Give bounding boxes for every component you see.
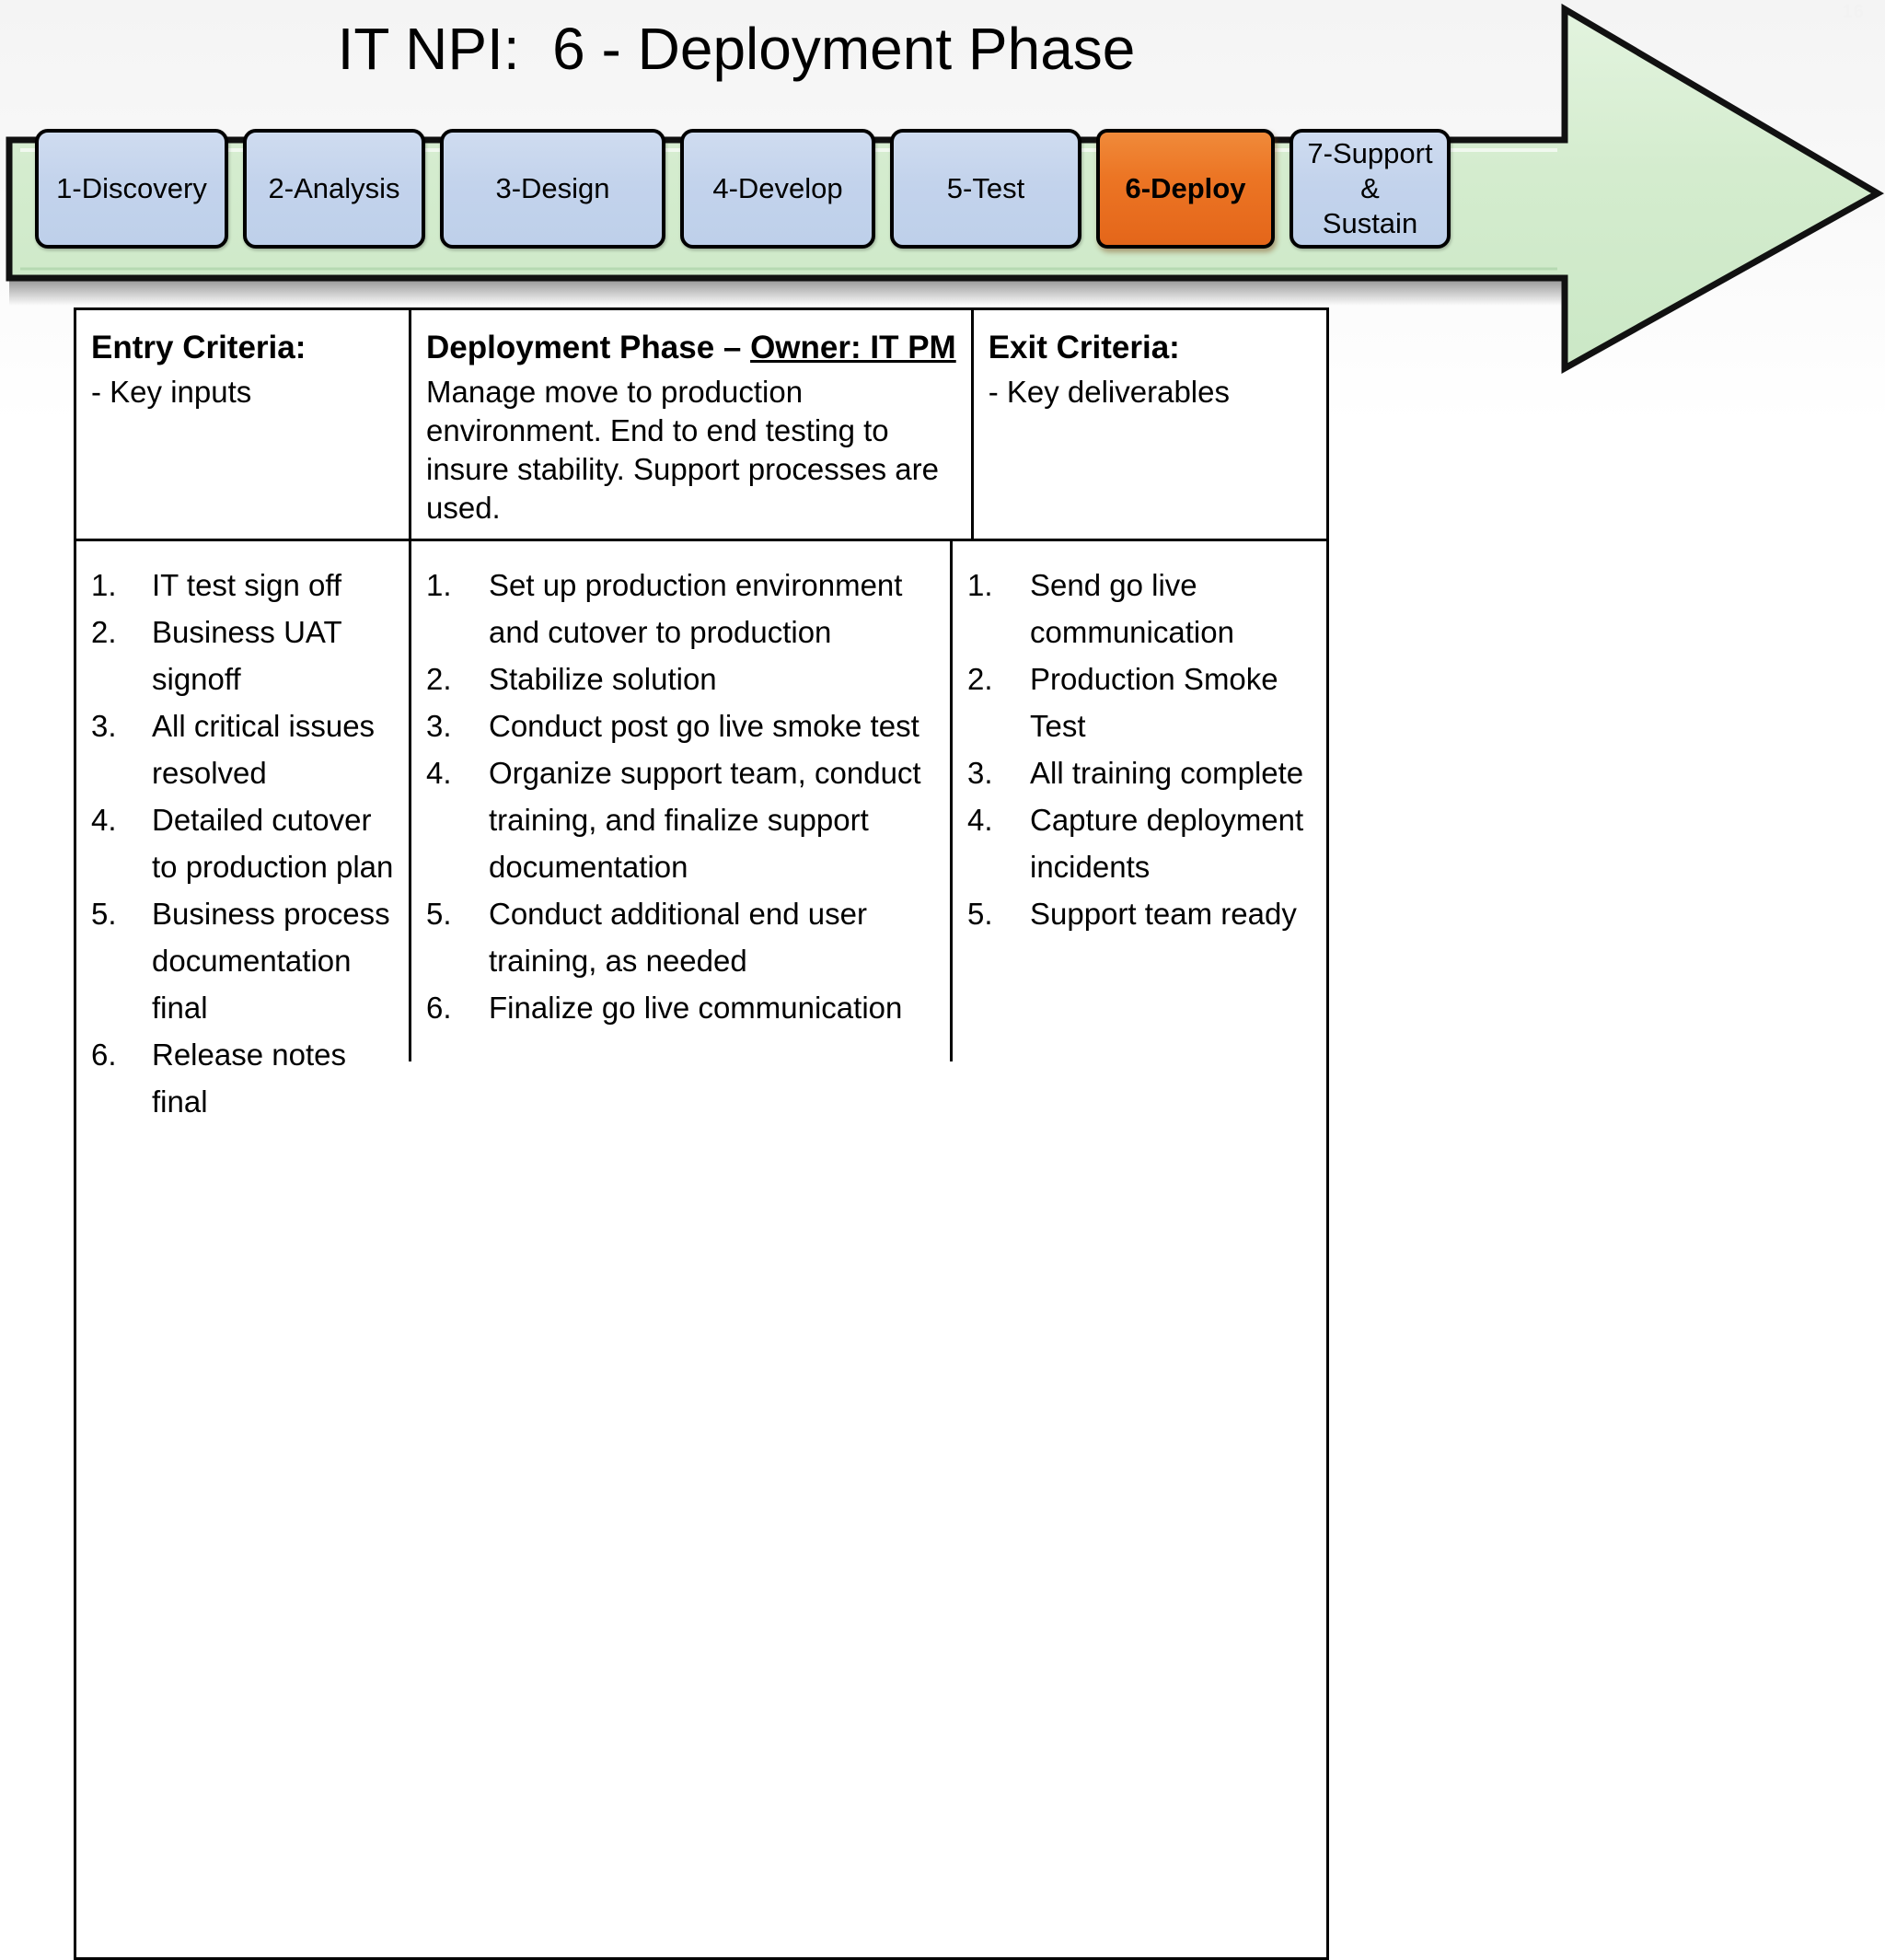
exit-criteria-item-number: 1. <box>967 568 993 602</box>
phase-box-5-test[interactable]: 5-Test <box>890 129 1081 249</box>
deployment-activity-item-number: 2. <box>426 662 452 696</box>
exit-criteria-list: 1. Send go live communication 2. Production… <box>967 562 1312 937</box>
exit-criteria-title: Exit Criteria: <box>988 330 1180 365</box>
exit-criteria-subtitle: - Key deliverables <box>988 375 1230 409</box>
deployment-activity-item: 3. Conduct post go live smoke test <box>426 702 935 749</box>
table-header-row: Entry Criteria: - Key inputs Deployment … <box>76 310 1326 541</box>
entry-criteria-item: 5. Business process documentation final <box>91 890 394 1031</box>
entry-criteria-subtitle: - Key inputs <box>91 375 252 409</box>
exit-criteria-item-number: 3. <box>967 756 993 790</box>
deployment-phase-title: Deployment Phase – Owner: IT PM <box>426 327 956 369</box>
entry-criteria-item-number: 1. <box>91 568 117 602</box>
criteria-table: Entry Criteria: - Key inputs Deployment … <box>74 307 1329 1960</box>
phase-box-4-develop[interactable]: 4-Develop <box>680 129 875 249</box>
entry-criteria-item-text: IT test sign off <box>152 568 342 602</box>
deployment-activity-item: 6. Finalize go live communication <box>426 984 935 1031</box>
page-title: IT NPI: 6 - Deployment Phase <box>337 16 1136 82</box>
entry-criteria-item-text: Business process documentation final <box>152 897 390 1025</box>
exit-criteria-item: 4. Capture deployment incidents <box>967 796 1312 890</box>
phase-box-3-design[interactable]: 3-Design <box>440 129 665 249</box>
entry-criteria-item-number: 5. <box>91 897 117 931</box>
deployment-activity-item-text: Set up production environment and cutove… <box>489 568 903 649</box>
deployment-activity-item-number: 6. <box>426 991 452 1025</box>
exit-criteria-item-text: Production Smoke Test <box>1030 662 1278 743</box>
deployment-activity-item-text: Finalize go live communication <box>489 991 903 1025</box>
phase-box-1-discovery[interactable]: 1-Discovery <box>35 129 228 249</box>
deployment-phase-description: Manage move to production environment. E… <box>426 375 939 525</box>
deployment-phase-header-cell: Deployment Phase – Owner: IT PM Manage m… <box>411 310 974 539</box>
entry-criteria-item-text: Release notes final <box>152 1038 346 1119</box>
entry-criteria-header-cell: Entry Criteria: - Key inputs <box>76 310 411 539</box>
exit-criteria-item-text: Capture deployment incidents <box>1030 803 1304 884</box>
exit-criteria-item-text: Send go live communication <box>1030 568 1234 649</box>
entry-criteria-item: 4. Detailed cutover to production plan <box>91 796 394 890</box>
phase-box-6-deploy[interactable]: 6-Deploy <box>1096 129 1275 249</box>
entry-criteria-body-cell: 1. IT test sign off 2. Business UAT signoff… <box>76 541 411 1119</box>
entry-criteria-item-number: 2. <box>91 615 117 649</box>
exit-criteria-item-text: Support team ready <box>1030 897 1297 931</box>
entry-criteria-item: 3. All critical issues resolved <box>91 702 394 796</box>
exit-criteria-header-cell: Exit Criteria: - Key deliverables <box>974 310 1326 539</box>
phase-box-2-analysis[interactable]: 2-Analysis <box>243 129 425 249</box>
exit-criteria-item-number: 2. <box>967 662 993 696</box>
exit-criteria-item: 2. Production Smoke Test <box>967 655 1312 749</box>
phase-box-7-support-sustain[interactable]: 7-Support & Sustain <box>1289 129 1451 249</box>
deployment-activity-item: 5. Conduct additional end user training, … <box>426 890 935 984</box>
entry-criteria-item-number: 6. <box>91 1038 117 1072</box>
deployment-activity-item-number: 4. <box>426 756 452 790</box>
deployment-phase-owner: Owner: IT PM <box>750 330 956 365</box>
deployment-activity-item-number: 5. <box>426 897 452 931</box>
exit-criteria-item-number: 4. <box>967 803 993 837</box>
deployment-phase-title-dash: – <box>714 330 751 365</box>
exit-criteria-item-text: All training complete <box>1030 756 1304 790</box>
entry-criteria-list: 1. IT test sign off 2. Business UAT signoff… <box>91 562 394 1125</box>
exit-criteria-body-cell: 1. Send go live communication 2. Production… <box>953 541 1326 1061</box>
entry-criteria-title: Entry Criteria: <box>91 330 306 365</box>
entry-criteria-item-text: All critical issues resolved <box>152 709 376 790</box>
deployment-phase-title-prefix: Deployment Phase <box>426 330 715 365</box>
table-body-row: 1. IT test sign off 2. Business UAT signoff… <box>76 541 1326 1957</box>
exit-criteria-item-number: 5. <box>967 897 993 931</box>
deployment-activity-item-number: 3. <box>426 709 452 743</box>
exit-criteria-item: 1. Send go live communication <box>967 562 1312 655</box>
entry-criteria-item-number: 4. <box>91 803 117 837</box>
deployment-activity-item-text: Stabilize solution <box>489 662 717 696</box>
deployment-activities-list: 1. Set up production environment and cuto… <box>426 562 935 1031</box>
deployment-phase-body-cell: 1. Set up production environment and cuto… <box>411 541 953 1061</box>
phase-stage-list: 1-Discovery 2-Analysis 3-Design 4-Develo… <box>35 129 1874 249</box>
entry-criteria-item: 6. Release notes final <box>91 1031 394 1125</box>
exit-criteria-item: 3. All training complete <box>967 749 1312 796</box>
deployment-activity-item: 2. Stabilize solution <box>426 655 935 702</box>
entry-criteria-item: 1. IT test sign off <box>91 562 394 609</box>
exit-criteria-item: 5. Support team ready <box>967 890 1312 937</box>
deployment-activity-item-text: Organize support team, conduct training,… <box>489 756 921 884</box>
entry-criteria-item: 2. Business UAT signoff <box>91 609 394 702</box>
deployment-activity-item-number: 1. <box>426 568 452 602</box>
entry-criteria-item-text: Detailed cutover to production plan <box>152 803 394 884</box>
deployment-activity-item: 1. Set up production environment and cuto… <box>426 562 935 655</box>
deployment-activity-item-text: Conduct post go live smoke test <box>489 709 919 743</box>
deployment-activity-item: 4. Organize support team, conduct trainin… <box>426 749 935 890</box>
deployment-activity-item-text: Conduct additional end user training, as… <box>489 897 867 978</box>
slide-number: 16 <box>1842 2 1865 22</box>
entry-criteria-item-text: Business UAT signoff <box>152 615 342 696</box>
entry-criteria-item-number: 3. <box>91 709 117 743</box>
